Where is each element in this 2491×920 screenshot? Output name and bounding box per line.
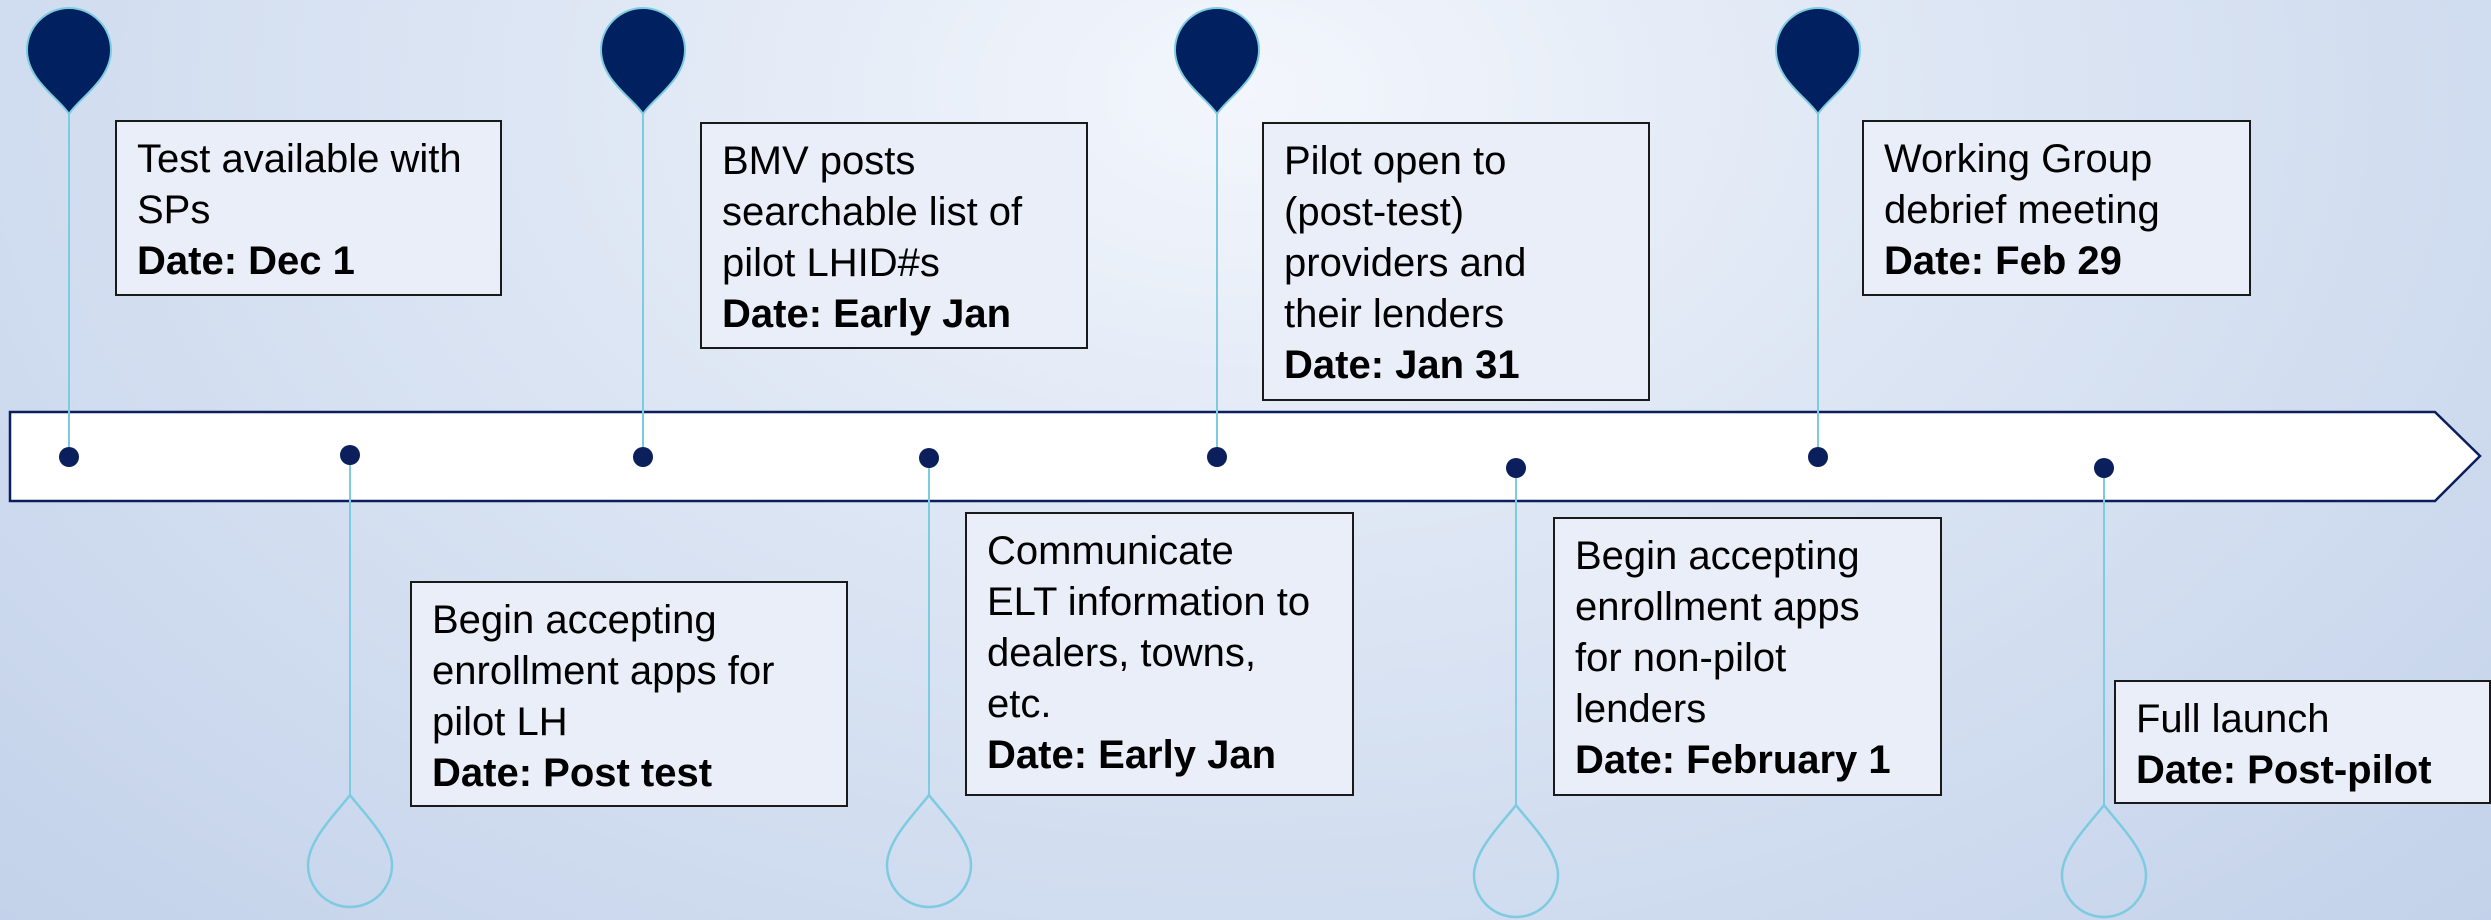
milestone-date: Date: Early Jan (722, 292, 1012, 336)
timeline-dot (2094, 458, 2114, 478)
milestone-date: Date: Early Jan (987, 733, 1277, 777)
milestone-text-line: Begin accepting (432, 598, 717, 642)
milestone-date: Date: Post-pilot (2136, 748, 2432, 792)
timeline-dot (633, 447, 653, 467)
milestone-text-line: Begin accepting (1575, 534, 1860, 578)
timeline-arrow (8, 410, 2482, 503)
map-pin-icon (25, 7, 113, 116)
milestone-text-line: lenders (1575, 687, 1707, 731)
timeline-dot (1808, 447, 1828, 467)
milestone-box-enrollment-non-pilot: Begin accepting enrollment apps for non-… (1553, 517, 1942, 796)
milestone-text-line: Working Group (1884, 137, 2153, 181)
timeline-dot (340, 445, 360, 465)
milestone-date: Date: Jan 31 (1284, 343, 1520, 387)
milestone-text-line: etc. (987, 682, 1052, 726)
milestone-date: Date: February 1 (1575, 738, 1891, 782)
milestone-text-line: Communicate (987, 529, 1234, 573)
milestone-box-pilot-open: Pilot open to (post-test) providers and … (1262, 122, 1650, 401)
timeline-dot (1207, 447, 1227, 467)
milestone-text-line: enrollment apps (1575, 585, 1860, 629)
timeline-dot (59, 447, 79, 467)
milestone-text-line: (post-test) (1284, 190, 1465, 234)
droplet-icon (885, 792, 973, 909)
milestone-text-line: Test available with (137, 137, 462, 181)
milestone-text-line: SPs (137, 188, 211, 232)
milestone-text-line: pilot LH (432, 700, 568, 744)
milestone-text-line: for non-pilot (1575, 636, 1787, 680)
milestone-date: Date: Post test (432, 751, 713, 795)
milestone-box-communicate-elt: Communicate ELT information to dealers, … (965, 512, 1354, 796)
milestone-text-line: dealers, towns, (987, 631, 1257, 675)
milestone-text-line: Pilot open to (1284, 139, 1507, 183)
map-pin-icon (1173, 7, 1261, 116)
milestone-date: Date: Dec 1 (137, 239, 355, 283)
milestone-text-line: BMV posts (722, 139, 916, 183)
milestone-text-line: Full launch (2136, 697, 2330, 741)
droplet-icon (306, 792, 394, 909)
droplet-icon (2060, 802, 2148, 919)
milestone-box-working-group-debrief: Working Group debrief meeting Date: Feb … (1862, 120, 2251, 296)
milestone-box-full-launch: Full launch Date: Post-pilot (2114, 680, 2491, 804)
milestone-date: Date: Feb 29 (1884, 239, 2122, 283)
droplet-icon (1472, 802, 1560, 919)
milestone-text-line: their lenders (1284, 292, 1505, 336)
map-pin-icon (1774, 7, 1862, 116)
milestone-text-line: pilot LHID#s (722, 241, 940, 285)
milestone-box-bmv-posts-list: BMV posts searchable list of pilot LHID#… (700, 122, 1088, 349)
milestone-box-enrollment-pilot-lh: Begin accepting enrollment apps for pilo… (410, 581, 848, 807)
milestone-text-line: debrief meeting (1884, 188, 2160, 232)
map-pin-icon (599, 7, 687, 116)
timeline-dot (919, 448, 939, 468)
milestone-text-line: providers and (1284, 241, 1527, 285)
milestone-box-test-available: Test available with SPs Date: Dec 1 (115, 120, 502, 296)
milestone-text-line: searchable list of (722, 190, 1023, 234)
milestone-text-line: enrollment apps for (432, 649, 775, 693)
timeline-dot (1506, 458, 1526, 478)
milestone-text-line: ELT information to (987, 580, 1311, 624)
